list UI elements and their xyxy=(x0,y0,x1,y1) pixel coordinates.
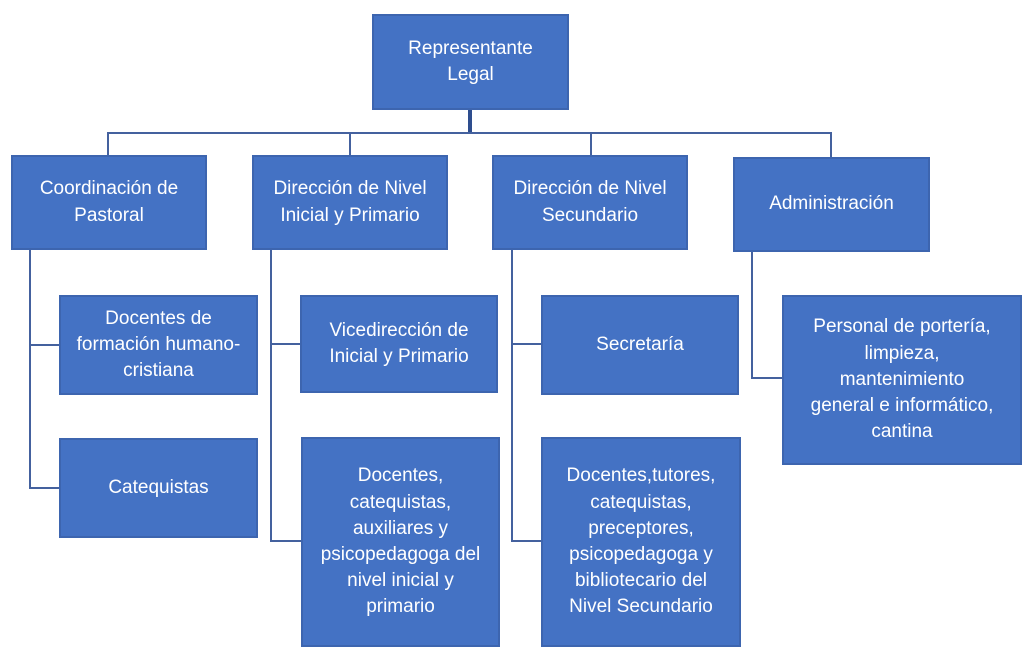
connector-secundario-stub-2 xyxy=(511,540,541,542)
node-label: Docentes, catequistas, auxiliares y psic… xyxy=(320,465,481,618)
node-direccion-secundario: Dirección de Nivel Secundario xyxy=(492,155,688,250)
node-label: Administración xyxy=(769,193,894,215)
node-label: Coordinación de Pastoral xyxy=(39,178,179,226)
node-catequistas: Catequistas xyxy=(59,438,258,538)
connector-administracion-stub xyxy=(751,377,782,379)
connector-bus xyxy=(107,132,832,134)
connector-secundario-vertical xyxy=(511,250,513,542)
node-administracion: Administración xyxy=(733,157,930,252)
node-representante-legal: Representante Legal xyxy=(372,14,569,110)
node-docentes-nivel-secundario: Docentes,tutores, catequistas, preceptor… xyxy=(541,437,741,647)
connector-administracion-vertical xyxy=(751,252,753,379)
node-label: Representante Legal xyxy=(408,37,533,85)
connector-secundario-stub-1 xyxy=(511,343,541,345)
node-label: Docentes de formación humano-cristiana xyxy=(76,307,241,382)
connector-drop-pastoral xyxy=(107,132,109,155)
node-label: Dirección de Nivel Inicial y Primario xyxy=(273,178,427,226)
connector-drop-inicial xyxy=(349,132,351,155)
connector-pastoral-stub-2 xyxy=(29,487,59,489)
node-docentes-formacion: Docentes de formación humano-cristiana xyxy=(59,295,258,395)
connector-pastoral-stub-1 xyxy=(29,344,59,346)
node-vicedireccion: Vicedirección de Inicial y Primario xyxy=(300,295,498,393)
connector-inicial-stub-1 xyxy=(270,343,300,345)
connector-inicial-stub-2 xyxy=(270,540,301,542)
connector-drop-secundario xyxy=(590,132,592,155)
node-personal-porteria: Personal de portería, limpieza, mantenim… xyxy=(782,295,1022,465)
connector-inicial-vertical xyxy=(270,250,272,542)
connector-drop-administracion xyxy=(830,132,832,157)
node-label: Docentes,tutores, catequistas, preceptor… xyxy=(566,465,716,618)
node-direccion-inicial-primario: Dirección de Nivel Inicial y Primario xyxy=(252,155,448,250)
node-label: Vicedirección de Inicial y Primario xyxy=(329,319,469,367)
node-label: Personal de portería, limpieza, mantenim… xyxy=(810,316,994,443)
node-docentes-nivel-inicial: Docentes, catequistas, auxiliares y psic… xyxy=(301,437,500,647)
connector-top-drop xyxy=(468,110,472,134)
connector-pastoral-vertical xyxy=(29,250,31,489)
node-coordinacion-pastoral: Coordinación de Pastoral xyxy=(11,155,207,250)
node-label: Dirección de Nivel Secundario xyxy=(513,178,667,226)
node-secretaria: Secretaría xyxy=(541,295,739,395)
node-label: Catequistas xyxy=(108,476,209,498)
node-label: Secretaría xyxy=(596,333,684,355)
